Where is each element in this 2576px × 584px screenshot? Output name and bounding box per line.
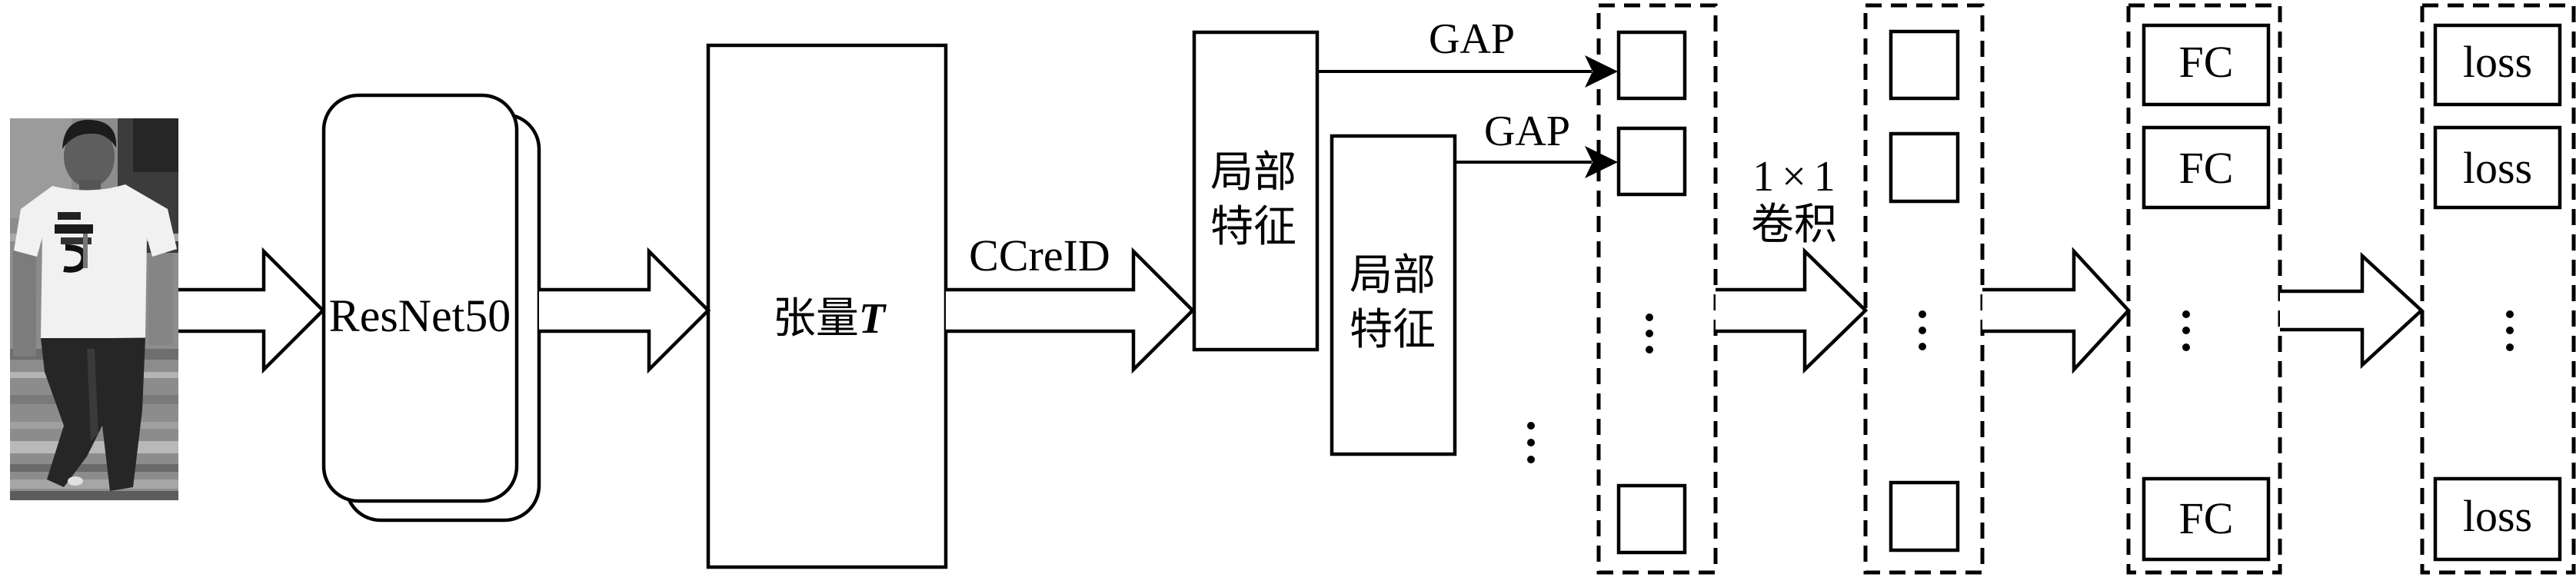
column-ellipsis — [1646, 314, 1653, 353]
backbone-label: ResNet50 — [329, 290, 511, 341]
local-feature-1-line-1: 局部 — [1210, 148, 1296, 197]
conv-label-op: 卷积 — [1751, 200, 1837, 250]
dashed-group-box — [1596, 3, 1718, 575]
pedestrian-photo — [10, 118, 178, 500]
fc-label: FC — [2179, 143, 2234, 193]
pooled-feature-column — [1596, 3, 1718, 575]
fc-box — [2142, 23, 2271, 107]
backbone-box-front — [321, 93, 519, 503]
fc-label: FC — [2179, 37, 2234, 87]
ccreid-label: CCreID — [969, 231, 1110, 280]
gap-label-1: GAP — [1429, 15, 1515, 63]
loss-label: loss — [2463, 37, 2532, 87]
gap-arrow-1 — [1317, 55, 1618, 88]
arrow-conv — [1716, 247, 1869, 374]
feature-cell — [1889, 131, 1960, 204]
fc-box — [2142, 125, 2271, 210]
tensor-label-text: 张量 — [773, 294, 859, 343]
arrow-tensor-to-local-features — [946, 247, 1196, 374]
loss-box — [2433, 476, 2562, 562]
local-features-ellipsis — [1527, 422, 1535, 463]
conv-label-size: 1×1 — [1752, 153, 1843, 201]
arrow-image-to-backbone — [178, 247, 326, 374]
arrow-to-loss — [2280, 251, 2425, 370]
loss-label: loss — [2463, 143, 2532, 193]
feature-cell — [1889, 480, 1960, 552]
column-ellipsis — [2506, 310, 2514, 351]
dashed-group-box — [1863, 3, 1985, 575]
conv-feature-column — [1863, 3, 1985, 575]
local-feature-2-line-2: 特征 — [1350, 305, 1436, 355]
feature-cell — [1889, 29, 1960, 101]
loss-column: loss loss loss — [2420, 3, 2576, 575]
tensor-box — [706, 43, 948, 569]
tensor-label: 张量T — [773, 294, 887, 343]
fc-column: FC FC FC — [2126, 3, 2282, 575]
fc-label: FC — [2179, 493, 2234, 543]
fc-box — [2142, 476, 2271, 562]
local-feature-box-1 — [1192, 30, 1320, 352]
loss-box — [2433, 23, 2562, 107]
dashed-group-box — [2126, 3, 2282, 575]
dashed-group-box — [2420, 3, 2576, 575]
gap-arrow-2 — [1455, 146, 1618, 178]
arrowhead-icon — [1585, 146, 1618, 178]
local-feature-2-line-1: 局部 — [1350, 251, 1436, 300]
local-feature-box-2 — [1330, 134, 1457, 456]
feature-cell — [1616, 483, 1687, 555]
feature-cell — [1616, 126, 1687, 197]
arrow-to-fc — [1982, 247, 2132, 374]
loss-box — [2433, 125, 2562, 210]
column-ellipsis — [1919, 310, 1926, 350]
loss-label: loss — [2463, 491, 2532, 541]
arrowhead-icon — [1585, 55, 1618, 88]
local-feature-1-line-2: 特征 — [1210, 202, 1296, 252]
arrow-backbone-to-tensor — [539, 247, 711, 374]
column-ellipsis — [2182, 310, 2190, 351]
gap-label-2: GAP — [1484, 108, 1570, 155]
feature-cell — [1616, 30, 1687, 101]
tensor-symbol: T — [859, 295, 887, 343]
